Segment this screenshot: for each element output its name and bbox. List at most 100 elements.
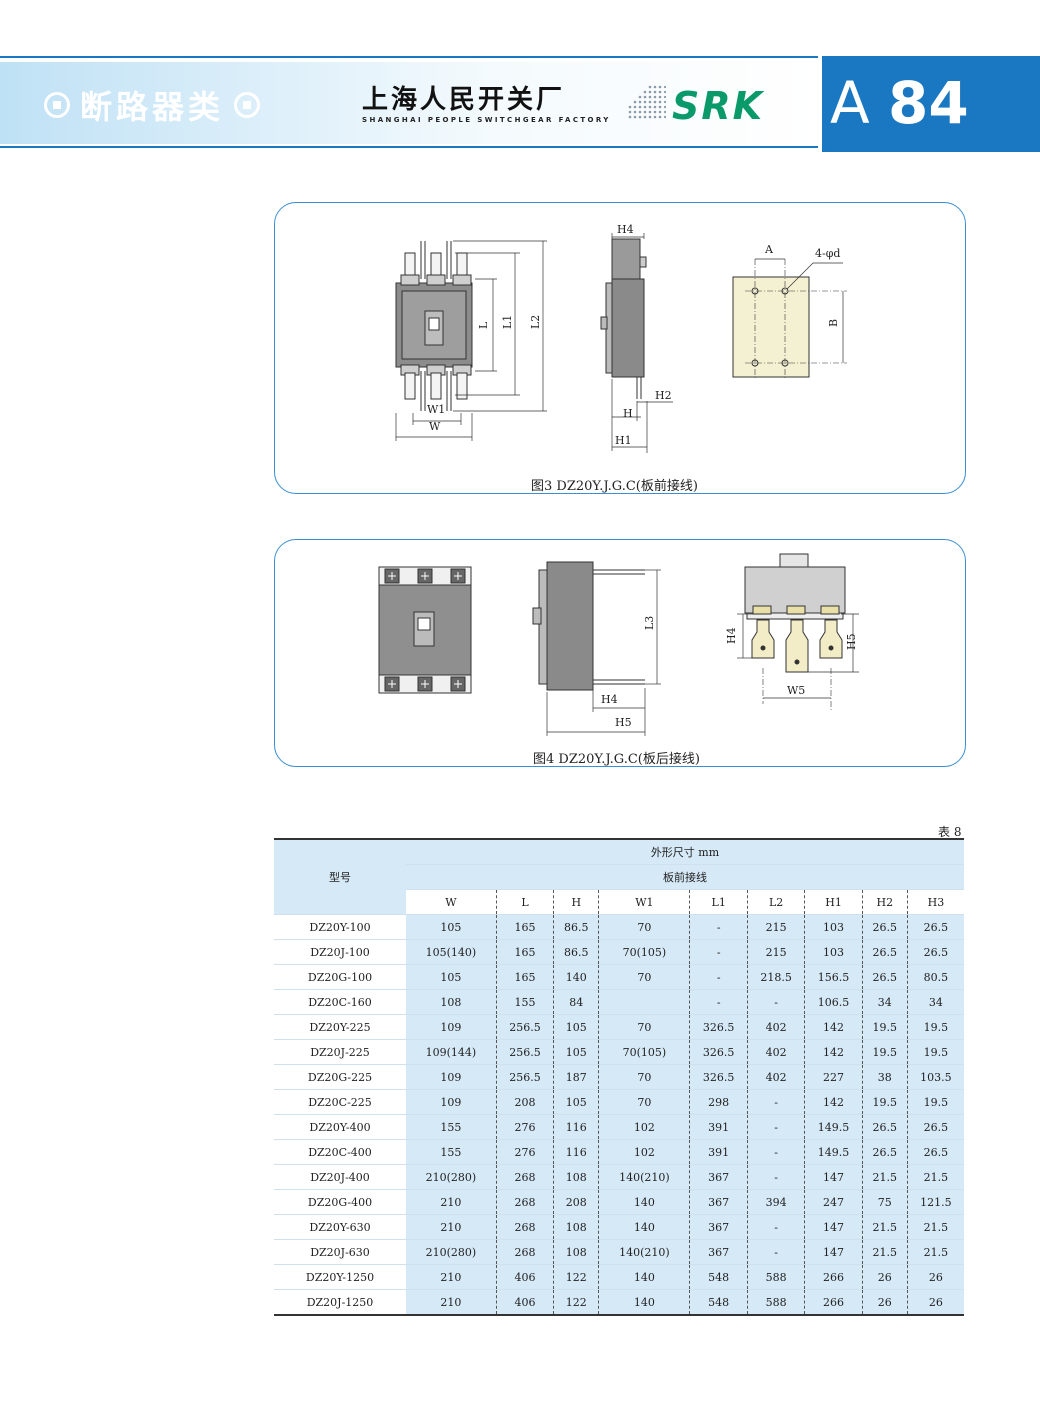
value-cell-h: 187 — [553, 1064, 600, 1090]
rear-front-view — [378, 566, 472, 694]
value-cell-w1: 70 — [598, 964, 691, 990]
bullet-circle-icon — [234, 92, 261, 118]
value-cell-l: 165 — [496, 939, 555, 965]
value-cell-h2: 38 — [862, 1064, 908, 1090]
front-view — [395, 240, 547, 441]
header-bottom-rule — [0, 146, 818, 148]
value-cell-l1: - — [689, 964, 748, 990]
category-text: 断路器类 — [80, 88, 225, 126]
value-cell-h2: 19.5 — [862, 1089, 908, 1115]
value-cell-h2: 21.5 — [862, 1239, 908, 1265]
value-cell-l: 268 — [496, 1189, 555, 1215]
value-cell-l2: 402 — [747, 1039, 806, 1065]
value-cell-l: 406 — [496, 1264, 555, 1290]
model-cell: DZ20J-630 — [274, 1239, 406, 1265]
value-cell-l: 268 — [496, 1164, 555, 1190]
value-cell-h3: 19.5 — [907, 1039, 964, 1065]
dimensions-group-header: 外形尺寸 mm — [406, 838, 964, 865]
column-header-l1: L1 — [689, 889, 748, 915]
brand-logo: SRK — [672, 84, 765, 128]
value-cell-h3: 26.5 — [907, 1139, 964, 1165]
value-cell-l2: - — [747, 1139, 806, 1165]
value-cell-w: 108 — [406, 989, 497, 1015]
value-cell-h2: 21.5 — [862, 1214, 908, 1240]
value-cell-w1: 140 — [598, 1264, 691, 1290]
page-letter: A — [830, 69, 870, 137]
value-cell-h2: 26.5 — [862, 1114, 908, 1140]
value-cell-h1: 106.5 — [804, 989, 863, 1015]
value-cell-w: 210 — [406, 1189, 497, 1215]
value-cell-h2: 26 — [862, 1264, 908, 1290]
value-cell-w1: 140 — [598, 1189, 691, 1215]
value-cell-h: 86.5 — [553, 914, 600, 940]
value-cell-h3: 80.5 — [907, 964, 964, 990]
value-cell-l2: 402 — [747, 1014, 806, 1040]
value-cell-h3: 26.5 — [907, 939, 964, 965]
dim-label-H1: H1 — [615, 434, 632, 447]
dim-label-holes: 4-φd — [815, 247, 840, 260]
value-cell-l2: 394 — [747, 1189, 806, 1215]
value-cell-h3: 26.5 — [907, 914, 964, 940]
model-cell: DZ20G-225 — [274, 1064, 406, 1090]
dim-label-H2: H2 — [655, 389, 672, 402]
value-cell-h1: 147 — [804, 1164, 863, 1190]
dim-label-B: B — [827, 319, 840, 327]
category-title: 断路器类 — [44, 80, 261, 130]
value-cell-h2: 19.5 — [862, 1014, 908, 1040]
value-cell-l: 165 — [496, 964, 555, 990]
figure-4-caption: 图4 DZ20Y.J.G.C(板后接线) — [533, 752, 700, 767]
value-cell-h1: 103 — [804, 914, 863, 940]
company-name-cn: 上海人民开关厂 — [362, 85, 566, 115]
value-cell-h1: 142 — [804, 1039, 863, 1065]
column-header-h2: H2 — [862, 889, 908, 915]
model-cell: DZ20C-160 — [274, 989, 406, 1015]
mounting-hole-view — [732, 258, 847, 379]
dim-label-L1: L1 — [501, 315, 514, 329]
value-cell-w: 109 — [406, 1089, 497, 1115]
model-column-header: 型号 — [274, 838, 406, 915]
value-cell-h1: 156.5 — [804, 964, 863, 990]
page-number-box: A 84 — [818, 56, 1040, 152]
column-header-h3: H3 — [907, 889, 964, 915]
value-cell-l2: 588 — [747, 1264, 806, 1290]
column-header-h1: H1 — [804, 889, 863, 915]
value-cell-l: 276 — [496, 1114, 555, 1140]
value-cell-w1: 70 — [598, 1014, 691, 1040]
value-cell-l2: - — [747, 1114, 806, 1140]
value-cell-w: 155 — [406, 1114, 497, 1140]
value-cell-l: 256.5 — [496, 1014, 555, 1040]
value-cell-h: 108 — [553, 1164, 600, 1190]
value-cell-h: 108 — [553, 1239, 600, 1265]
value-cell-w1: 140 — [598, 1289, 691, 1316]
value-cell-w1: 70(105) — [598, 1039, 691, 1065]
value-cell-l: 208 — [496, 1089, 555, 1115]
value-cell-h2: 19.5 — [862, 1039, 908, 1065]
value-cell-h1: 142 — [804, 1089, 863, 1115]
value-cell-l2: 588 — [747, 1289, 806, 1316]
side-view — [600, 233, 673, 453]
column-header-w: W — [406, 889, 497, 915]
value-cell-l: 256.5 — [496, 1039, 555, 1065]
figure-3-drawing: L L1 L2 W1 W H4 H2 H H1 — [395, 223, 847, 453]
dim-label-H: H — [623, 407, 633, 420]
dim-label-W5: W5 — [787, 684, 805, 697]
value-cell-h: 84 — [553, 989, 600, 1015]
value-cell-h3: 121.5 — [907, 1189, 964, 1215]
value-cell-h3: 21.5 — [907, 1239, 964, 1265]
dim-label-H4-side: H4 — [601, 693, 618, 706]
value-cell-l2: - — [747, 1239, 806, 1265]
value-cell-l1: 391 — [689, 1139, 748, 1165]
front-wiring-subheader: 板前接线 — [406, 864, 964, 890]
value-cell-w: 105 — [406, 964, 497, 990]
value-cell-h1: 147 — [804, 1214, 863, 1240]
brand-dot-pattern-icon — [628, 85, 666, 119]
value-cell-h1: 227 — [804, 1064, 863, 1090]
value-cell-l2: - — [747, 989, 806, 1015]
